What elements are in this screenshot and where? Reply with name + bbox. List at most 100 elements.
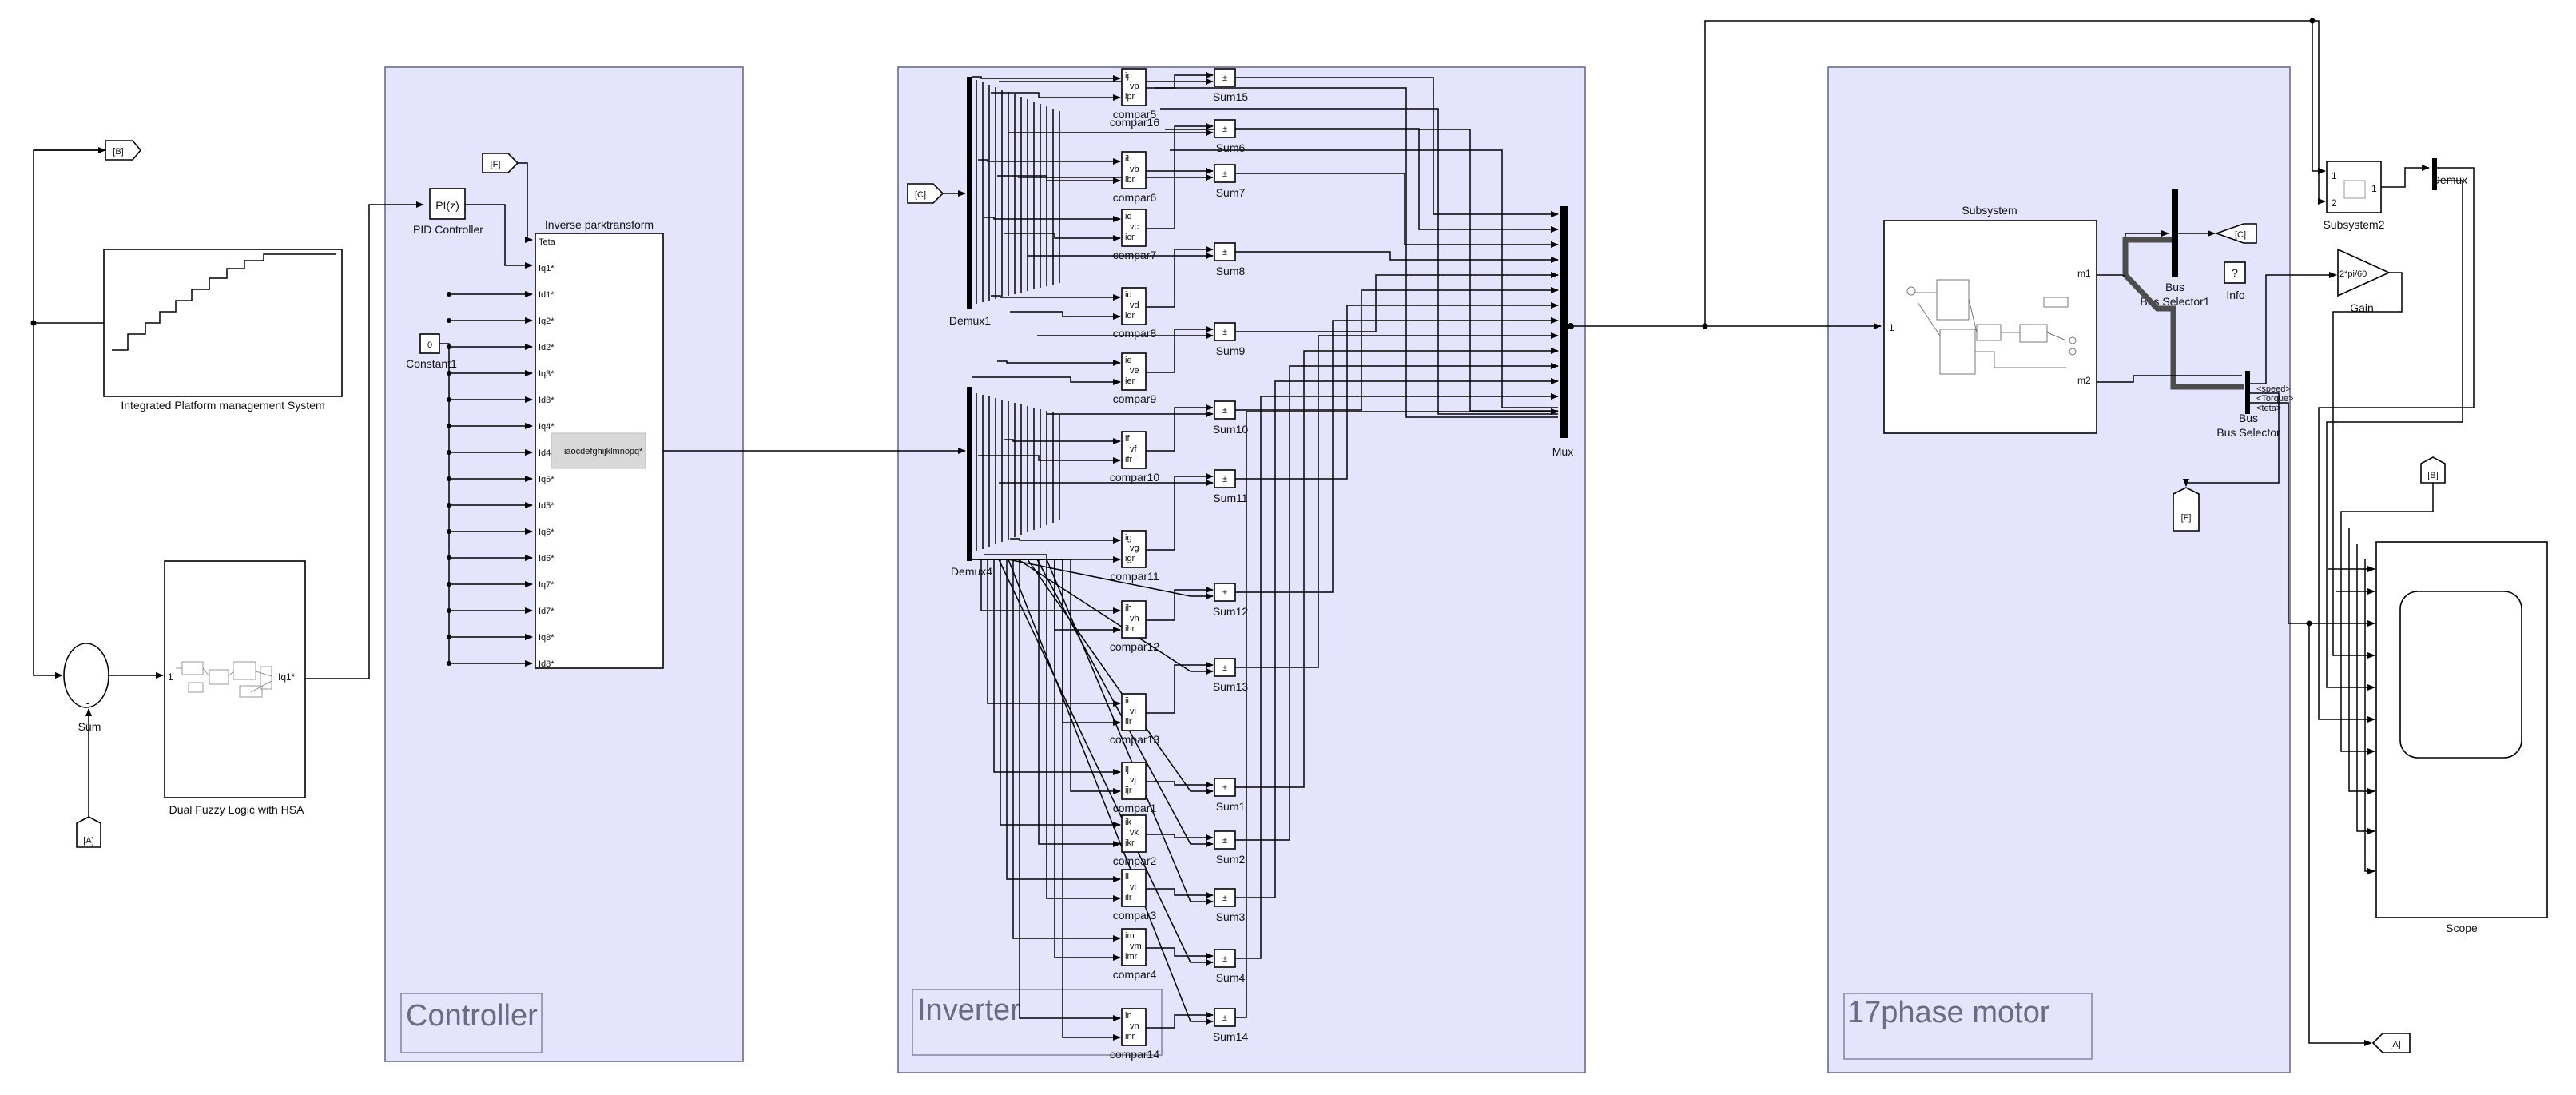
inverse-park-port-7: Iq4* — [539, 422, 555, 432]
comparator-port: im — [1125, 931, 1135, 941]
tag-A-left[interactable]: [A] — [76, 816, 101, 848]
sum-block-Sum10[interactable]: ±Sum10 — [1213, 400, 1249, 436]
bus-selector1-block[interactable]: Bus Bus Selector1 — [2140, 189, 2210, 308]
comparator-port: idr — [1125, 311, 1135, 321]
sum-block-Sum7[interactable]: ±Sum7 — [1214, 164, 1245, 199]
comparator-box — [1121, 287, 1147, 325]
dual-fuzzy-block[interactable]: 1 Iq1* Dual Fuzzy Logic with HSA — [164, 560, 306, 816]
tag-F-controller[interactable]: [F] — [482, 153, 519, 173]
sum-block-Sum15[interactable]: ±Sum15 — [1213, 68, 1249, 103]
sum-to-mux-wire — [1235, 317, 1559, 593]
comparator-input-wire-2 — [984, 554, 1121, 563]
sum-sign: ± — [1222, 588, 1227, 598]
subsystem-block[interactable]: Subsystem 1 m1 m2 — [1883, 204, 2097, 434]
comparator-port: ipr — [1125, 92, 1135, 102]
tag-B-right[interactable]: [B] — [2420, 456, 2446, 484]
sum-sign: ± — [1222, 783, 1227, 793]
mux-extra-wire — [1160, 108, 1558, 415]
inverse-park-block[interactable]: Inverse parktransform TetaIq1*Id1*Iq2*Id… — [535, 218, 664, 669]
constant-block[interactable]: 0 Constant1 — [406, 333, 457, 370]
sum-block-Sum4[interactable]: ±Sum4 — [1214, 949, 1246, 984]
motor-area-label: 17phase motor — [1847, 996, 2050, 1029]
tag-B-right-label: [B] — [2427, 471, 2438, 480]
sum-to-mux-wire — [1235, 272, 1559, 332]
comparator-box — [1121, 1008, 1147, 1046]
demux-to-sum-wire — [998, 559, 1214, 966]
gain-block[interactable]: 2*pi/60 Gain — [2337, 248, 2391, 314]
sum-block-Sum14[interactable]: ±Sum14 — [1213, 1008, 1249, 1043]
sum-box — [1214, 949, 1236, 968]
comparator-label: compar2 — [1113, 854, 1157, 867]
demux-to-sum-wire — [1008, 559, 1214, 1025]
sum-block-Sum1[interactable]: ± Sum1 — [1214, 778, 1245, 813]
comparator-port: ik — [1125, 818, 1131, 827]
subsystem2-mini-icon — [2343, 180, 2366, 199]
gain-value: 2*pi/60 — [2339, 269, 2367, 279]
integrated-platform-block[interactable]: Integrated Platform management System — [103, 249, 343, 412]
sum-block-Sum6[interactable]: ±Sum6 — [1214, 119, 1246, 154]
sum-block-Sum13[interactable]: ±Sum13 — [1213, 658, 1249, 693]
tag-B-top[interactable]: [B] — [105, 140, 142, 161]
motor-wiring — [1568, 18, 2475, 1046]
demux-to-sum-wire — [1036, 559, 1214, 847]
tag-F-motor[interactable]: [F] — [2173, 487, 2200, 532]
comparator-port: vh — [1130, 614, 1139, 623]
sum-block-Sum9[interactable]: ±Sum9 — [1214, 322, 1245, 357]
sum-to-mux-wire — [1235, 173, 1559, 248]
comparator-to-sum-wire — [1146, 834, 1214, 841]
demux-block[interactable]: Demux — [2432, 158, 2467, 190]
sum-label: Sum4 — [1216, 971, 1246, 984]
subsystem2-block[interactable]: 1 2 1 Subsystem2 — [2323, 161, 2385, 231]
comparator-label: compar9 — [1113, 392, 1157, 405]
sum-label: Sum6 — [1216, 141, 1246, 154]
tag-A-right[interactable]: [A] — [2371, 1033, 2411, 1053]
inverter-wiring — [943, 72, 1559, 1041]
bus-selector-block[interactable]: <speed> <Torque> <teta> Bus Bus Selector — [2216, 371, 2293, 439]
demux4-block[interactable]: Demux4 — [951, 387, 992, 578]
demux1-block[interactable]: Demux1 — [949, 77, 991, 327]
sum-to-mux-wire — [1235, 287, 1559, 411]
sum-block-Sum8[interactable]: ±Sum8 — [1214, 242, 1245, 277]
bus-selector-label-2: Bus Selector — [2216, 426, 2280, 439]
comparator-port: vc — [1130, 222, 1139, 232]
tag-C-motor[interactable]: [C] — [2214, 223, 2257, 244]
comparator-box — [1121, 762, 1147, 800]
sum-block-Sum12[interactable]: ±Sum12 — [1213, 583, 1249, 618]
comparator-to-sum-wire — [1146, 947, 1214, 959]
bus-selector1-label: Bus — [2165, 281, 2184, 293]
sum-block-Sum2[interactable]: ±Sum2 — [1214, 830, 1245, 866]
comparator-input-wire-2 — [1010, 311, 1121, 320]
sum-label: Sum1 — [1216, 800, 1246, 813]
comparator-input-wire-2 — [991, 92, 1121, 101]
comparator-to-sum-wire — [1146, 473, 1214, 551]
sum-block-Sum3[interactable]: ±Sum3 — [1214, 888, 1245, 923]
inverse-park-port-0: Teta — [539, 237, 556, 247]
info-block[interactable]: ? Info — [2224, 261, 2246, 301]
inverse-park-port-13: Iq7* — [539, 580, 555, 590]
sum-block-Sum11[interactable]: ±Sum11 — [1213, 469, 1248, 504]
sum-to-mux-wire — [1235, 348, 1559, 788]
mux-block[interactable]: Mux — [1552, 206, 1573, 458]
inverse-park-port-8: Id4* — [539, 448, 555, 458]
tag-C-inverter[interactable]: [C] — [907, 183, 944, 204]
comparator-to-sum-wire — [1146, 404, 1214, 452]
comparator-port: ii — [1125, 696, 1129, 706]
sum-block[interactable]: - Sum — [63, 643, 109, 733]
constant-value: 0 — [427, 340, 432, 350]
scope-block[interactable]: Scope — [2375, 541, 2548, 934]
pid-controller-block[interactable]: PI(z) PID Controller — [413, 188, 483, 236]
